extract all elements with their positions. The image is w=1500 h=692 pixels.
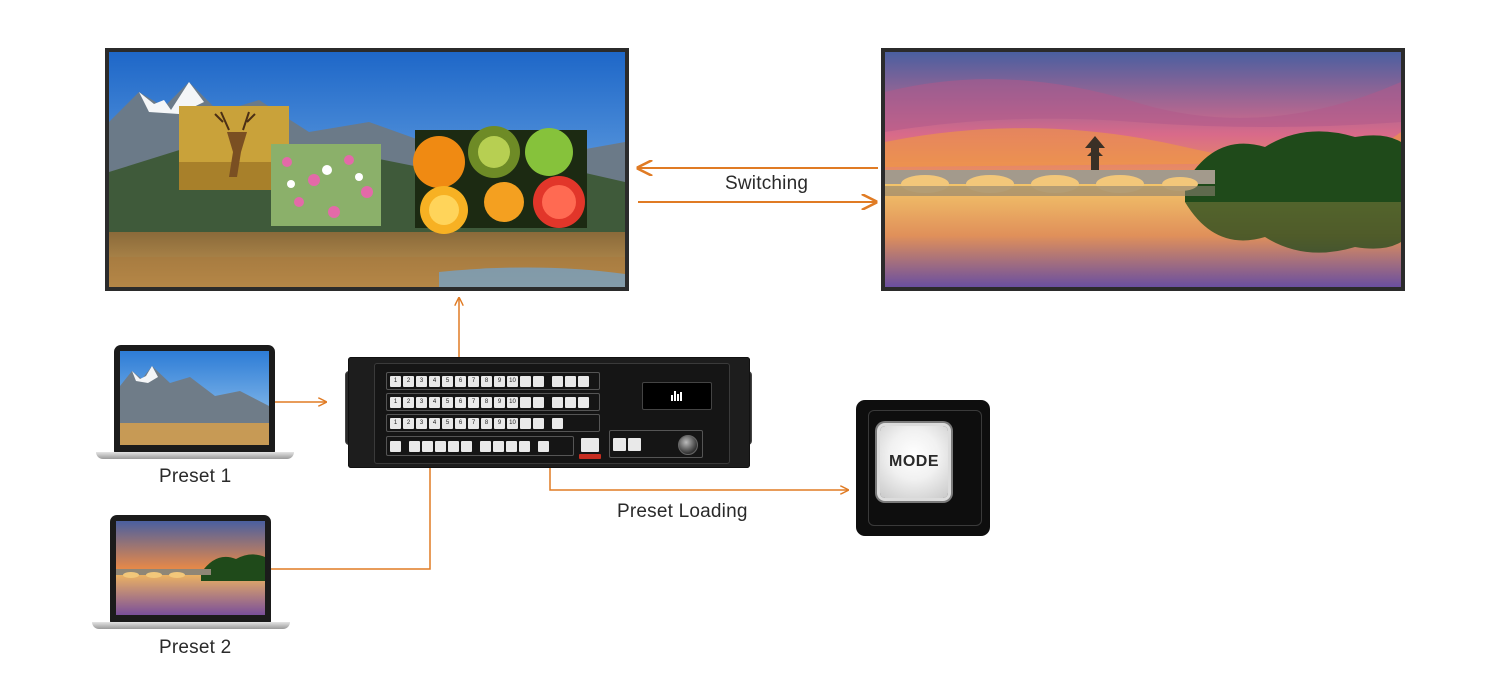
function-key-10[interactable] [519,440,530,452]
key-blank-e[interactable] [578,375,589,387]
key-blank-e[interactable] [578,396,589,408]
take-led [579,454,601,459]
key-7[interactable]: 7 [468,375,479,387]
key-8[interactable]: 8 [481,417,492,429]
key-1[interactable]: 1 [390,375,401,387]
key-9[interactable]: 9 [494,375,505,387]
key-blank-a[interactable] [520,417,531,429]
preset-1-label: Preset 1 [159,466,232,487]
key-blank-d[interactable] [565,396,576,408]
preset-loading-arrow [549,468,848,490]
preset-key-row-3: 1 2 3 4 5 6 7 8 9 10 [386,414,600,432]
mode-button-label: MODE [889,453,939,470]
key-blank-b[interactable] [533,417,544,429]
rotary-knob[interactable] [678,435,698,455]
menu-controls [609,430,703,458]
key-blank-a[interactable] [520,375,531,387]
key-4[interactable]: 4 [429,396,440,408]
key-2[interactable]: 2 [403,417,414,429]
key-10[interactable]: 10 [507,375,518,387]
key-blank-d[interactable] [565,375,576,387]
function-key-6[interactable] [461,440,472,452]
laptop-preset-1 [114,345,275,453]
preset-2-label: Preset 2 [159,637,232,658]
fruit-window [413,126,587,234]
key-1[interactable]: 1 [390,396,401,408]
key-blank-c[interactable] [552,396,563,408]
key-4[interactable]: 4 [429,417,440,429]
laptop-1-screen-image [120,351,269,445]
key-6[interactable]: 6 [455,396,466,408]
function-key-4[interactable] [435,440,446,452]
function-key-9[interactable] [506,440,517,452]
key-6[interactable]: 6 [455,375,466,387]
function-key-row [386,436,574,456]
key-blank-c[interactable] [552,375,563,387]
key-4[interactable]: 4 [429,375,440,387]
function-key-5[interactable] [448,440,459,452]
sunset-bridge-image [885,52,1401,287]
laptop-preset-2 [110,515,271,623]
key-blank-a[interactable] [520,396,531,408]
key-7[interactable]: 7 [468,417,479,429]
key-blank-b[interactable] [533,375,544,387]
key-10[interactable]: 10 [507,417,518,429]
function-key-11[interactable] [538,440,549,452]
function-key-3[interactable] [422,440,433,452]
preset-key-row-2: 1 2 3 4 5 6 7 8 9 10 [386,393,600,411]
laptop-2-screen-image [116,521,265,615]
key-3[interactable]: 3 [416,375,427,387]
deer-window [179,106,289,190]
key-2[interactable]: 2 [403,375,414,387]
laptop-1-base [96,452,294,459]
key-9[interactable]: 9 [494,396,505,408]
preset-loading-label: Preset Loading [617,501,748,522]
key-3[interactable]: 3 [416,417,427,429]
display-glyph-icon [671,391,682,401]
function-key-7[interactable] [480,440,491,452]
key-5[interactable]: 5 [442,417,453,429]
function-key-8[interactable] [493,440,504,452]
key-blank-b[interactable] [533,396,544,408]
controller-display [642,382,712,410]
laptop-2-base [92,622,290,629]
key-3[interactable]: 3 [416,396,427,408]
switching-label: Switching [725,173,809,194]
mountain-landscape-image [109,52,625,287]
ok-button[interactable] [613,437,626,451]
preset-key-row-1: 1 2 3 4 5 6 7 8 9 10 [386,372,600,390]
secondary-display [881,48,1405,291]
flower-window [271,144,381,226]
back-button[interactable] [628,437,641,451]
mode-key-bezel [868,410,982,526]
take-button[interactable] [581,438,599,452]
function-key-1[interactable] [390,440,401,452]
mode-button[interactable]: MODE [880,426,948,498]
key-8[interactable]: 8 [481,396,492,408]
main-display [105,48,629,291]
preset-2-wire [271,468,431,570]
key-6[interactable]: 6 [455,417,466,429]
key-1[interactable]: 1 [390,417,401,429]
key-7[interactable]: 7 [468,396,479,408]
key-8[interactable]: 8 [481,375,492,387]
function-key-2[interactable] [409,440,420,452]
key-5[interactable]: 5 [442,375,453,387]
key-10[interactable]: 10 [507,396,518,408]
key-5[interactable]: 5 [442,396,453,408]
key-blank-c[interactable] [552,417,563,429]
mode-key-closeup: MODE [856,400,990,536]
key-9[interactable]: 9 [494,417,505,429]
key-2[interactable]: 2 [403,396,414,408]
